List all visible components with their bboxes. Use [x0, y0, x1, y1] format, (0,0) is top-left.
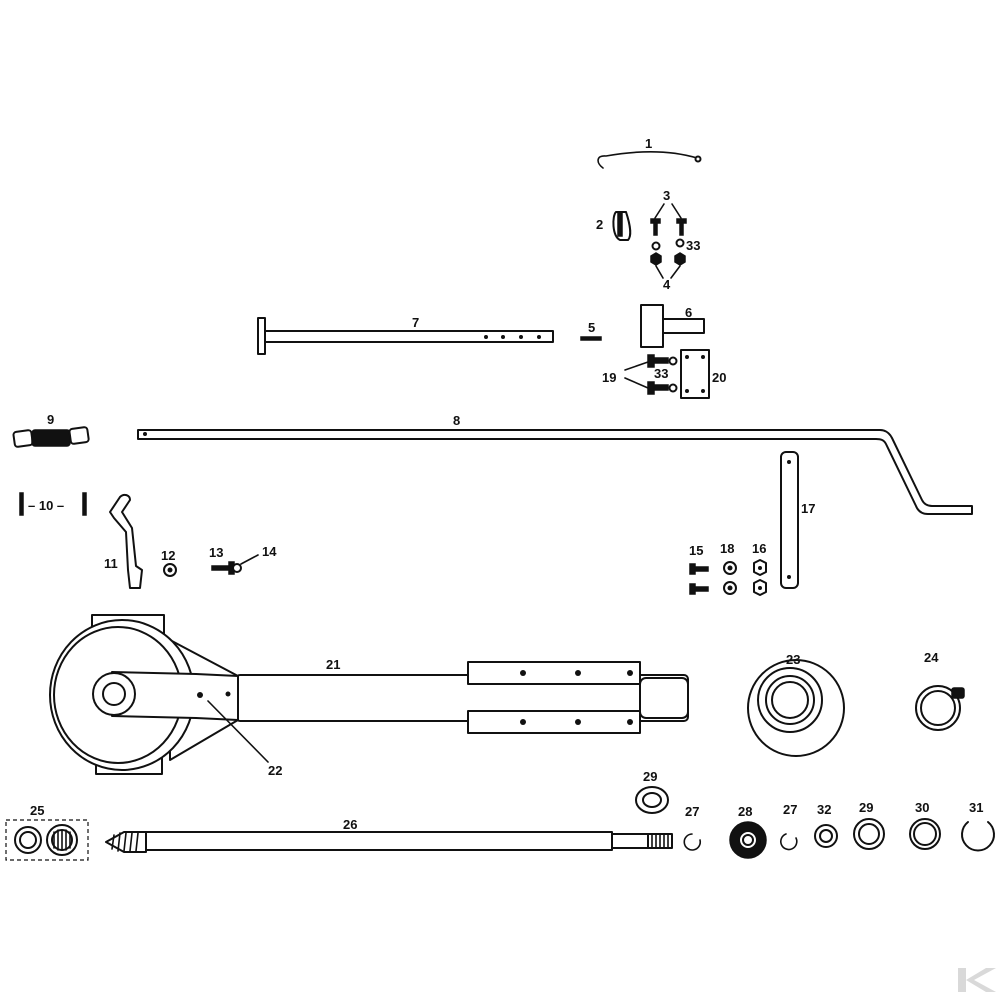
part-29-washer-upper	[635, 786, 669, 814]
part-9-spring	[12, 426, 90, 448]
label-20: 20	[712, 370, 726, 385]
part-27-circlip-left	[683, 833, 702, 851]
part-26-shaft	[105, 831, 673, 853]
part-labels: 1 2 3 33 4 7 5 6 19 33 20 9 8 – 10 – 17 …	[28, 136, 983, 832]
part-3-bolts	[650, 203, 687, 279]
label-14: 14	[262, 544, 277, 559]
label-27-left: 27	[685, 804, 699, 819]
label-33-mid: 33	[654, 366, 668, 381]
label-18: 18	[720, 541, 734, 556]
label-17: 17	[801, 501, 815, 516]
label-3: 3	[663, 188, 670, 203]
part-12-nut	[163, 563, 177, 577]
label-5: 5	[588, 320, 595, 335]
part-6-bracket	[640, 304, 705, 348]
label-4: 4	[663, 277, 671, 292]
part-10-pins	[19, 492, 87, 516]
part-8-rod	[137, 429, 973, 515]
label-28: 28	[738, 804, 752, 819]
label-15: 15	[689, 543, 703, 558]
part-7-pin	[257, 317, 554, 355]
label-27-right: 27	[783, 802, 797, 817]
label-7: 7	[412, 315, 419, 330]
label-25: 25	[30, 803, 44, 818]
label-26: 26	[343, 817, 357, 832]
part-32-ring	[814, 824, 838, 848]
part-22-leader	[207, 700, 269, 763]
label-21: 21	[326, 657, 340, 672]
label-16: 16	[752, 541, 766, 556]
label-10: – 10 –	[28, 498, 64, 513]
part-20-plate	[680, 349, 710, 399]
label-13: 13	[209, 545, 223, 560]
part-1-hook-cable	[597, 150, 702, 169]
part-11-crank	[109, 493, 143, 589]
label-19: 19	[602, 370, 616, 385]
part-28-seal	[729, 821, 767, 859]
part-23-cover	[747, 659, 845, 757]
label-31: 31	[969, 800, 983, 815]
label-29-bottom: 29	[859, 800, 873, 815]
part-29-washer-lower	[853, 818, 885, 850]
label-23: 23	[786, 652, 800, 667]
part-19-bolts	[624, 354, 678, 395]
label-2: 2	[596, 217, 603, 232]
part-31-snap-ring	[961, 821, 995, 852]
part-25-bearings	[5, 819, 89, 861]
label-32: 32	[817, 802, 831, 817]
part-21-housing	[49, 614, 689, 775]
part-24-clamp	[915, 685, 965, 731]
label-9: 9	[47, 412, 54, 427]
label-24: 24	[924, 650, 939, 665]
label-33-top: 33	[686, 238, 700, 253]
label-30: 30	[915, 800, 929, 815]
label-8: 8	[453, 413, 460, 428]
label-6: 6	[685, 305, 692, 320]
k-logo-icon	[958, 968, 996, 992]
part-2-clip	[612, 211, 632, 241]
label-12: 12	[161, 548, 175, 563]
part-27-circlip-right	[780, 833, 798, 851]
part-30-ring	[909, 818, 941, 850]
label-11: 11	[104, 556, 118, 571]
part-5-pin	[580, 336, 602, 341]
label-22: 22	[268, 763, 282, 778]
label-29-top: 29	[643, 769, 657, 784]
part-15-16-18-hardware	[689, 559, 767, 596]
label-1: 1	[645, 136, 652, 151]
part-13-14-bolt	[211, 554, 259, 575]
part-17-strap	[780, 451, 799, 589]
